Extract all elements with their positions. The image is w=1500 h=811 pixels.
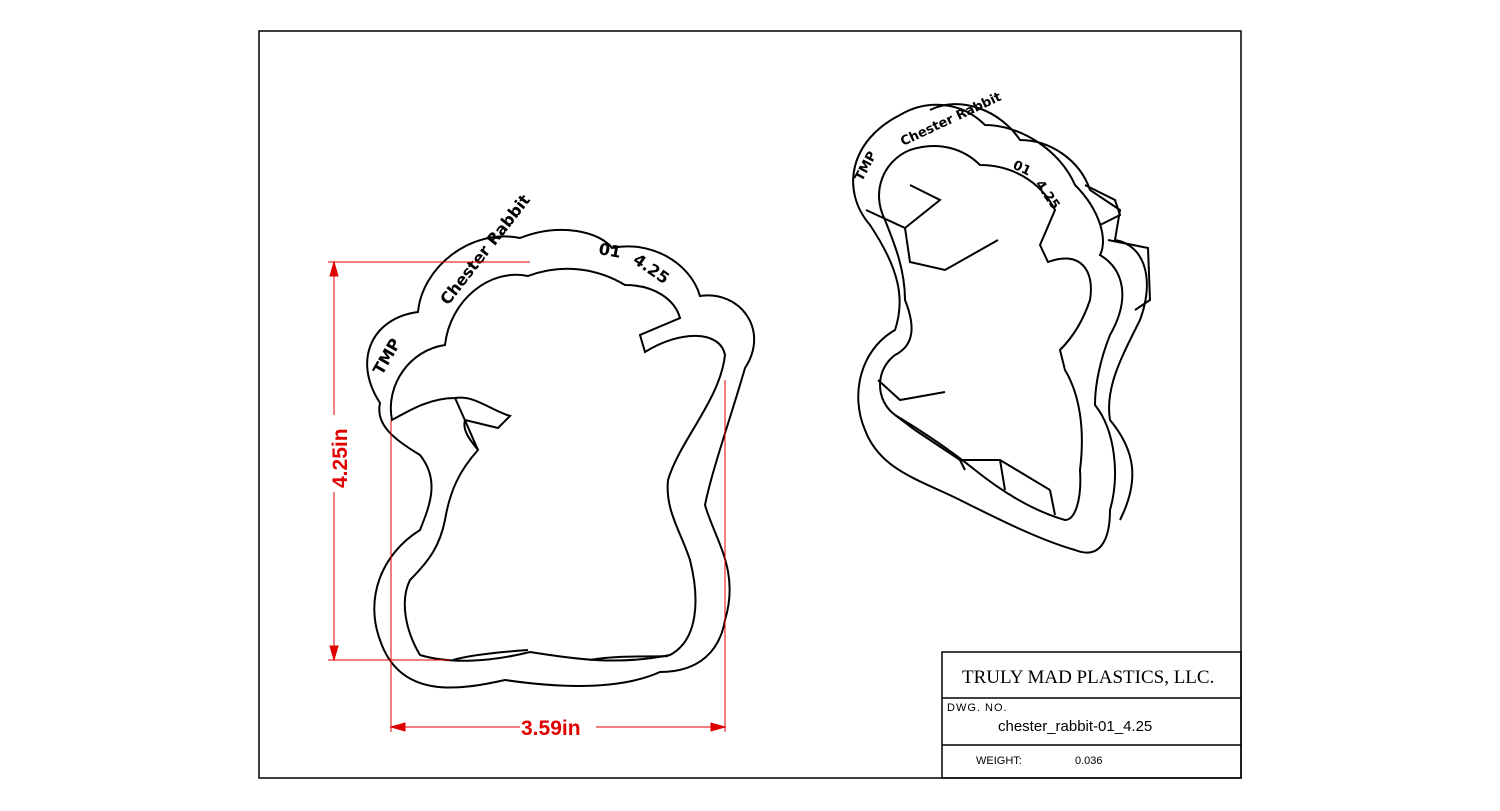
iso-wall-1 bbox=[865, 184, 942, 230]
dwg-no-label: DWG. NO. bbox=[947, 702, 1008, 714]
title-block-frame bbox=[941, 651, 1242, 779]
front-inner-outline bbox=[389, 267, 727, 662]
iso-back-outline bbox=[929, 103, 1148, 521]
dimension-lines bbox=[328, 260, 727, 732]
iso-wall-6 bbox=[999, 459, 1006, 491]
iso-emboss-number: 01 bbox=[1010, 158, 1033, 179]
front-emboss-name: Chester Rabbit bbox=[436, 190, 534, 308]
company-name: TRULY MAD PLASTICS, LLC. bbox=[962, 667, 1214, 688]
sheet-border bbox=[258, 30, 1242, 779]
iso-emboss-size: 4.25 bbox=[1032, 178, 1063, 213]
iso-wall-5 bbox=[959, 459, 966, 471]
dim-height-arrow-bottom bbox=[329, 645, 339, 662]
dim-height-label: 4.25in bbox=[329, 428, 352, 488]
dim-height-arrow-top bbox=[329, 260, 339, 277]
iso-emboss-name: Chester Rabbit bbox=[898, 90, 1003, 150]
front-outer-outline bbox=[366, 228, 756, 689]
weight-label: WEIGHT: bbox=[976, 755, 1022, 767]
front-detail-belly bbox=[452, 649, 529, 661]
iso-outer-outline bbox=[852, 103, 1124, 554]
dim-width-arrow-left bbox=[389, 722, 406, 732]
front-emboss-maker: TMP bbox=[369, 335, 405, 378]
iso-wall-2 bbox=[904, 227, 999, 272]
front-detail-ear bbox=[454, 397, 479, 451]
front-detail-foot bbox=[589, 655, 669, 661]
dim-width-label: 3.59in bbox=[521, 717, 581, 740]
weight-value: 0.036 bbox=[1075, 755, 1103, 767]
dwg-no-value: chester_rabbit-01_4.25 bbox=[998, 718, 1152, 735]
title-block bbox=[941, 651, 1242, 779]
dim-width-arrow-right bbox=[710, 722, 727, 732]
iso-wall-3 bbox=[877, 379, 946, 402]
iso-emboss-maker: TMP bbox=[852, 149, 880, 184]
iso-right-tab bbox=[1084, 184, 1122, 226]
front-emboss-number: 01 bbox=[597, 239, 622, 262]
iso-right-tab-2 bbox=[1107, 239, 1152, 311]
isometric-view bbox=[852, 103, 1152, 554]
iso-wall-4 bbox=[894, 414, 1051, 491]
iso-inner-outline bbox=[878, 145, 1092, 522]
iso-wall-7 bbox=[1049, 489, 1056, 516]
front-view bbox=[366, 228, 756, 689]
